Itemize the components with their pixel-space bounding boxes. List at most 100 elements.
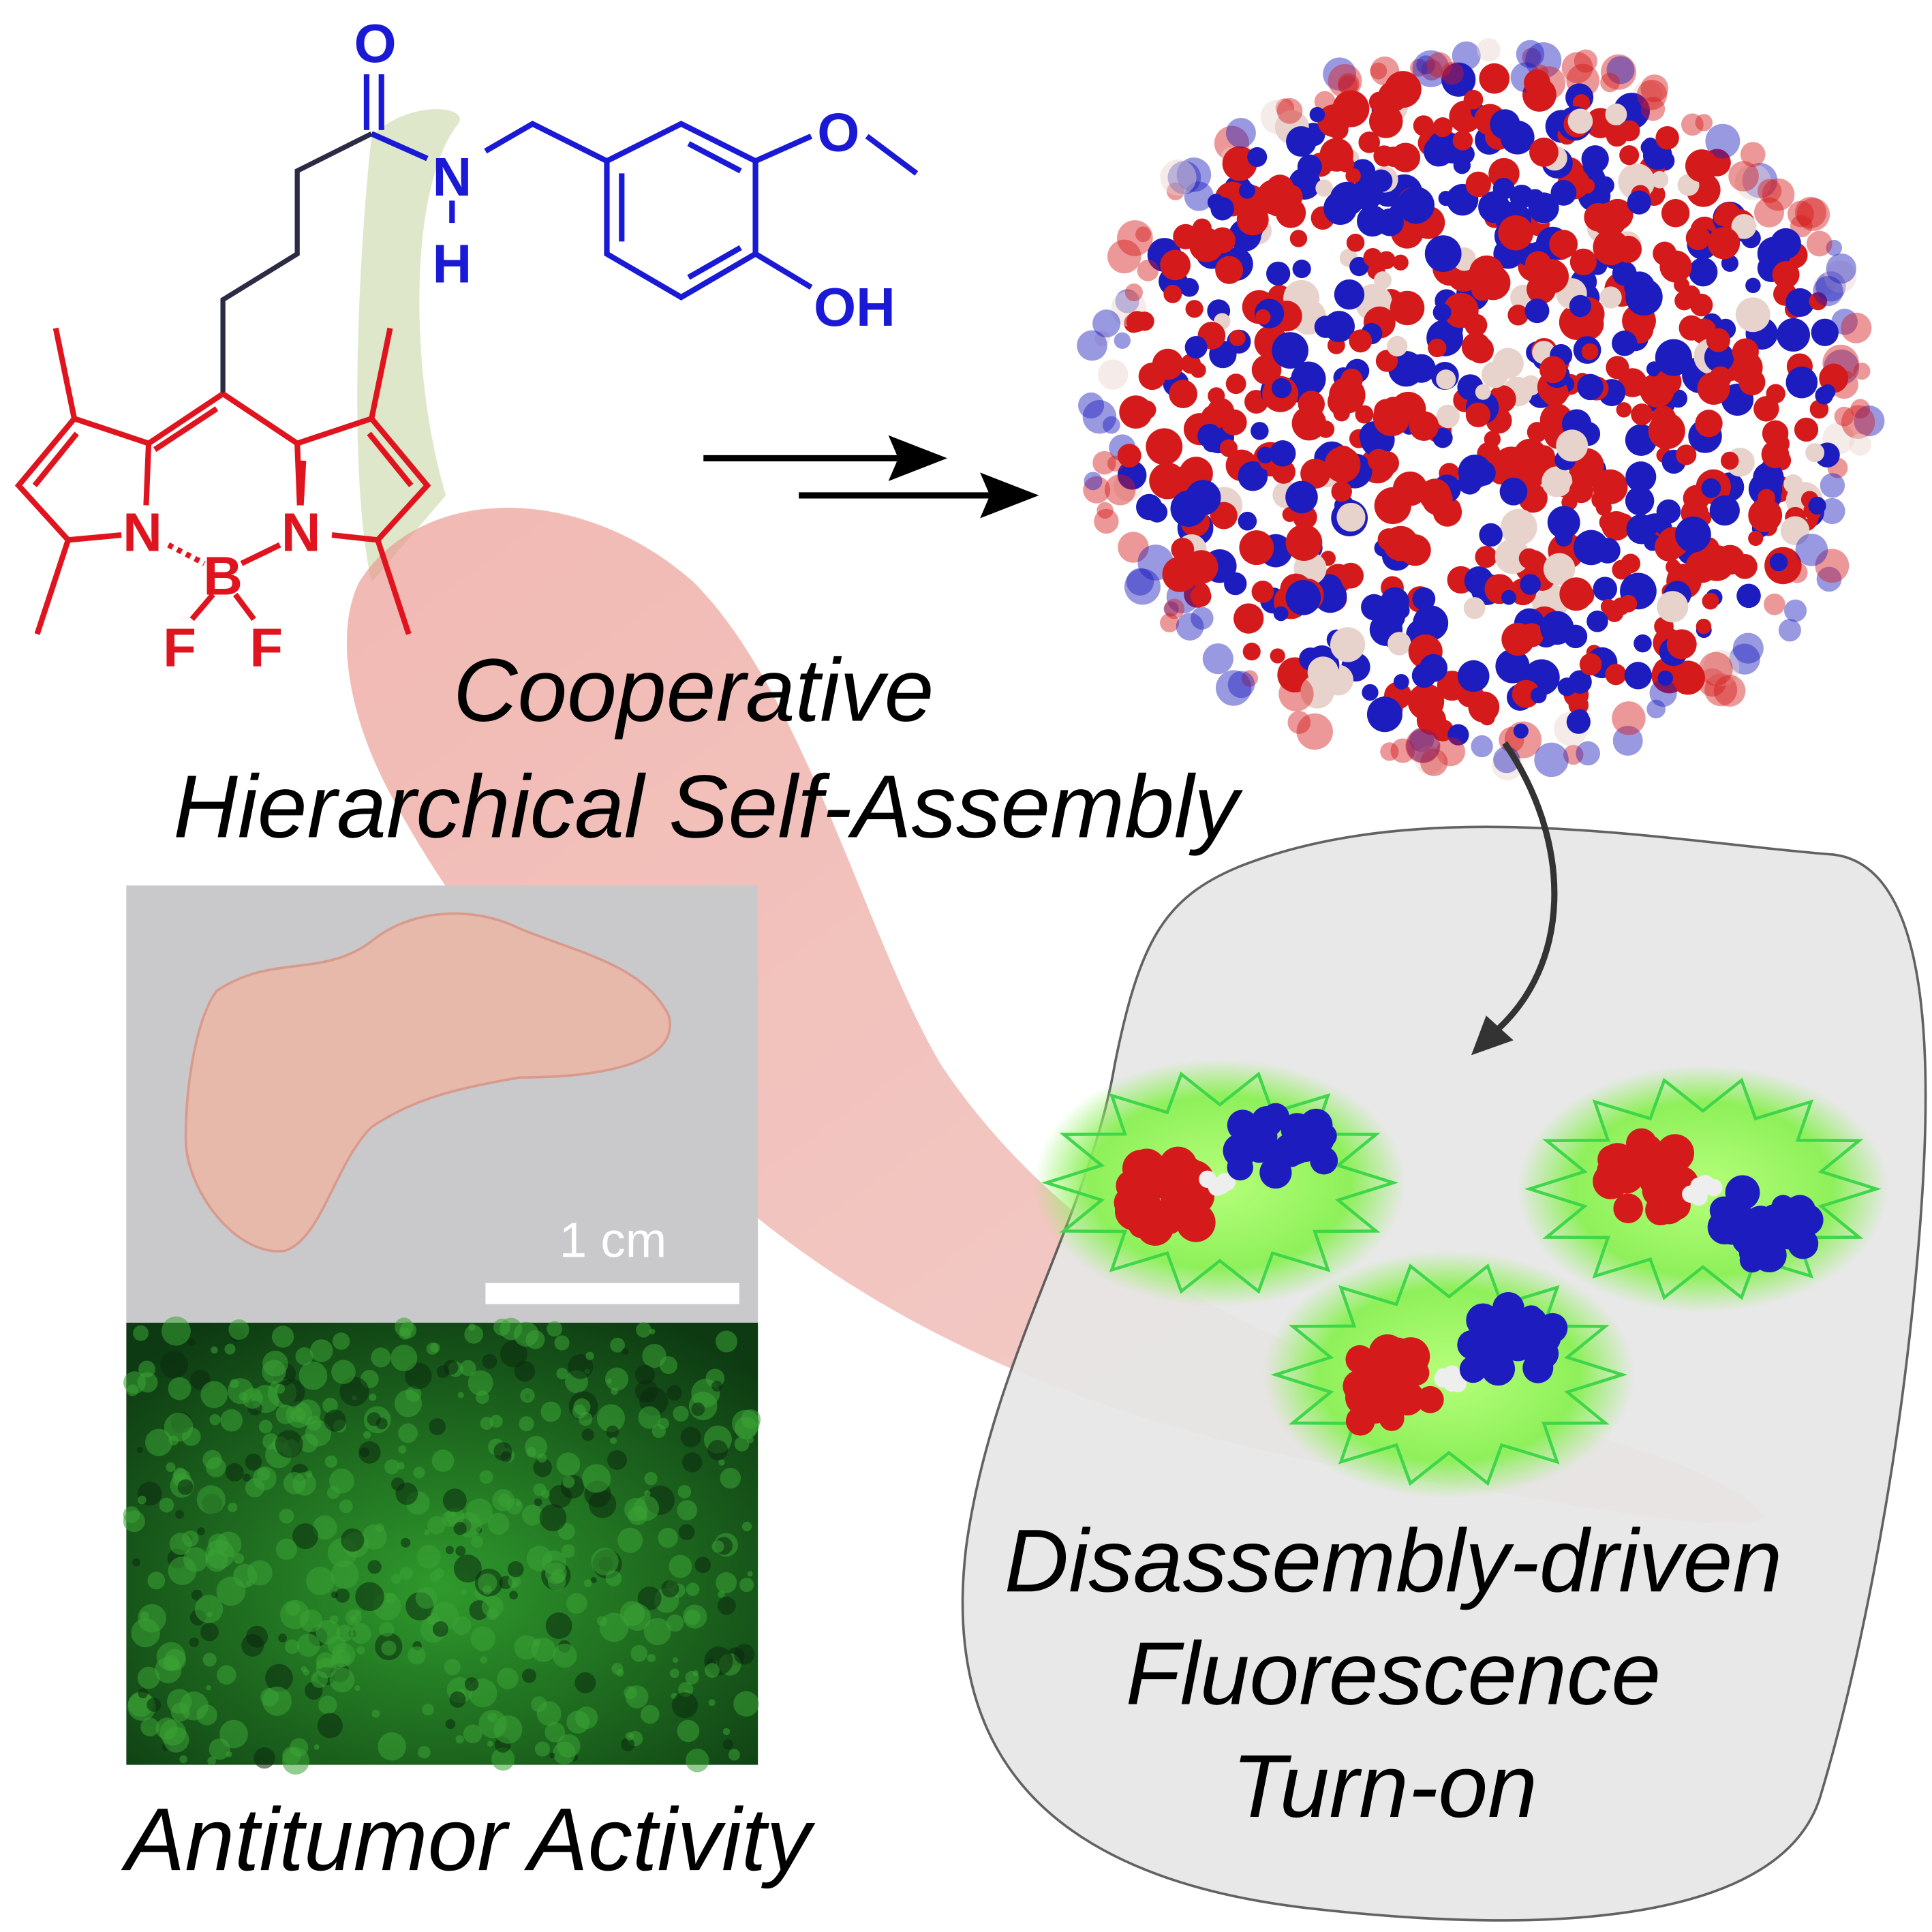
micelle-bead xyxy=(1180,354,1201,374)
micelle-bead xyxy=(1257,446,1274,464)
capsaicin-bead xyxy=(1537,1313,1568,1343)
tissue-speckle xyxy=(461,1589,467,1595)
tissue-speckle xyxy=(445,1546,454,1554)
micelle-bead xyxy=(1375,450,1400,476)
tissue-speckle xyxy=(464,1677,479,1691)
micelle-bead xyxy=(1600,72,1620,93)
micelle-bead xyxy=(1784,599,1807,622)
tissue-speckle xyxy=(229,1379,239,1389)
micelle-bead xyxy=(1735,297,1770,333)
tissue-speckle xyxy=(493,1318,511,1336)
tissue-speckle xyxy=(147,1698,162,1712)
tissue-speckle xyxy=(275,1430,303,1458)
micelle-bead xyxy=(1579,653,1602,676)
tissue-speckle xyxy=(329,1468,354,1494)
tissue-speckle xyxy=(189,1637,199,1648)
tissue-speckle xyxy=(585,1351,594,1360)
micelle-bead xyxy=(1534,742,1569,778)
tissue-speckle xyxy=(459,1360,476,1377)
tissue-speckle xyxy=(356,1646,365,1655)
micelle-bead xyxy=(1778,619,1801,642)
micelle-bead xyxy=(1675,516,1711,553)
micelle-bead xyxy=(1334,279,1365,310)
assembly-label-line1: Cooperative xyxy=(453,641,934,740)
micelle-bead xyxy=(1633,376,1653,397)
micelle-bead xyxy=(1324,446,1361,483)
micelle-bead xyxy=(1853,363,1871,380)
micelle-bead xyxy=(1416,55,1436,75)
micelle-bead xyxy=(1412,50,1450,87)
tissue-speckle xyxy=(722,1728,731,1736)
tissue-speckle xyxy=(514,1360,536,1382)
tissue-speckle xyxy=(367,1560,382,1574)
micelle-bead xyxy=(1117,220,1153,256)
micelle-bead xyxy=(1236,203,1269,236)
micelle-bead xyxy=(1824,260,1856,293)
micelle-bead xyxy=(1292,259,1311,279)
tumor-tissue xyxy=(184,912,671,1253)
micelle-bead xyxy=(1176,613,1204,641)
tissue-speckle xyxy=(209,1414,221,1426)
micelle-bead xyxy=(1409,411,1439,441)
micelle-bead xyxy=(1370,62,1387,80)
micelle-bead xyxy=(1494,538,1530,574)
tissue-speckle xyxy=(369,1393,377,1401)
micelle-bead xyxy=(1426,52,1452,78)
micelle-bead xyxy=(1543,553,1576,585)
micelle-bead xyxy=(1556,429,1589,462)
micelle-bead xyxy=(1534,259,1569,294)
micelle-bead xyxy=(1742,162,1778,198)
tissue-speckle xyxy=(200,1623,219,1642)
micelle-bead xyxy=(1160,613,1180,632)
tissue-speckle xyxy=(339,1377,369,1407)
tissue-speckle xyxy=(332,1332,350,1350)
micelle-bead xyxy=(1649,679,1677,707)
micelle-bead xyxy=(1338,562,1364,589)
tissue-speckle xyxy=(537,1453,547,1463)
micelle-bead xyxy=(1420,748,1448,776)
tissue-speckle xyxy=(168,1377,191,1400)
tissue-speckle xyxy=(464,1325,483,1344)
micelle-bead xyxy=(1484,431,1501,448)
micelle-bead xyxy=(1463,597,1486,619)
bodipy-bead xyxy=(1160,1179,1190,1209)
tissue-speckle xyxy=(196,1485,226,1514)
micelle-bead xyxy=(1703,649,1740,686)
micelle-bead xyxy=(1424,235,1462,273)
micelle-bead xyxy=(1219,439,1238,457)
micelle-bead xyxy=(1626,514,1657,545)
micelle-bead xyxy=(1371,696,1398,724)
tissue-speckle xyxy=(166,1462,176,1473)
bodipy-nitrogen-right: N xyxy=(281,502,321,563)
micelle-bead xyxy=(1197,423,1222,448)
micelle-bead xyxy=(1278,676,1314,711)
micelle-bead xyxy=(1549,230,1578,259)
micelle-bead xyxy=(1475,546,1497,568)
micelle-bead xyxy=(1826,239,1843,256)
micelle-bead xyxy=(1586,610,1608,632)
micelle-bead xyxy=(1286,126,1317,157)
micelle-bead xyxy=(1315,179,1333,197)
micelle-bead xyxy=(1666,629,1697,660)
micelle-bead xyxy=(1563,744,1584,765)
micelle-bead xyxy=(1373,271,1392,290)
tissue-speckle xyxy=(200,1381,228,1409)
micelle-bead xyxy=(1077,330,1107,361)
micelle-bead xyxy=(1815,549,1850,583)
tissue-speckle xyxy=(552,1643,577,1668)
capsaicin-bodipy-structure: O N H O OH N N B F F xyxy=(14,13,919,678)
micelle-bead xyxy=(1390,290,1425,326)
micelle-bead xyxy=(1137,260,1159,281)
tissue-speckle xyxy=(206,1457,226,1477)
micelle-bead xyxy=(1184,181,1214,211)
micelle-bead xyxy=(1513,438,1547,472)
tissue-speckle xyxy=(324,1455,337,1468)
micelle-bead xyxy=(1695,114,1713,132)
micelle-bead xyxy=(1713,209,1730,226)
micelle-bead xyxy=(1685,149,1719,183)
micelle-bead xyxy=(1574,49,1597,73)
micelle-bead xyxy=(1748,530,1764,547)
micelle-bead xyxy=(1698,668,1727,697)
tissue-speckle xyxy=(175,1509,184,1519)
micelle-bead xyxy=(1126,311,1148,333)
